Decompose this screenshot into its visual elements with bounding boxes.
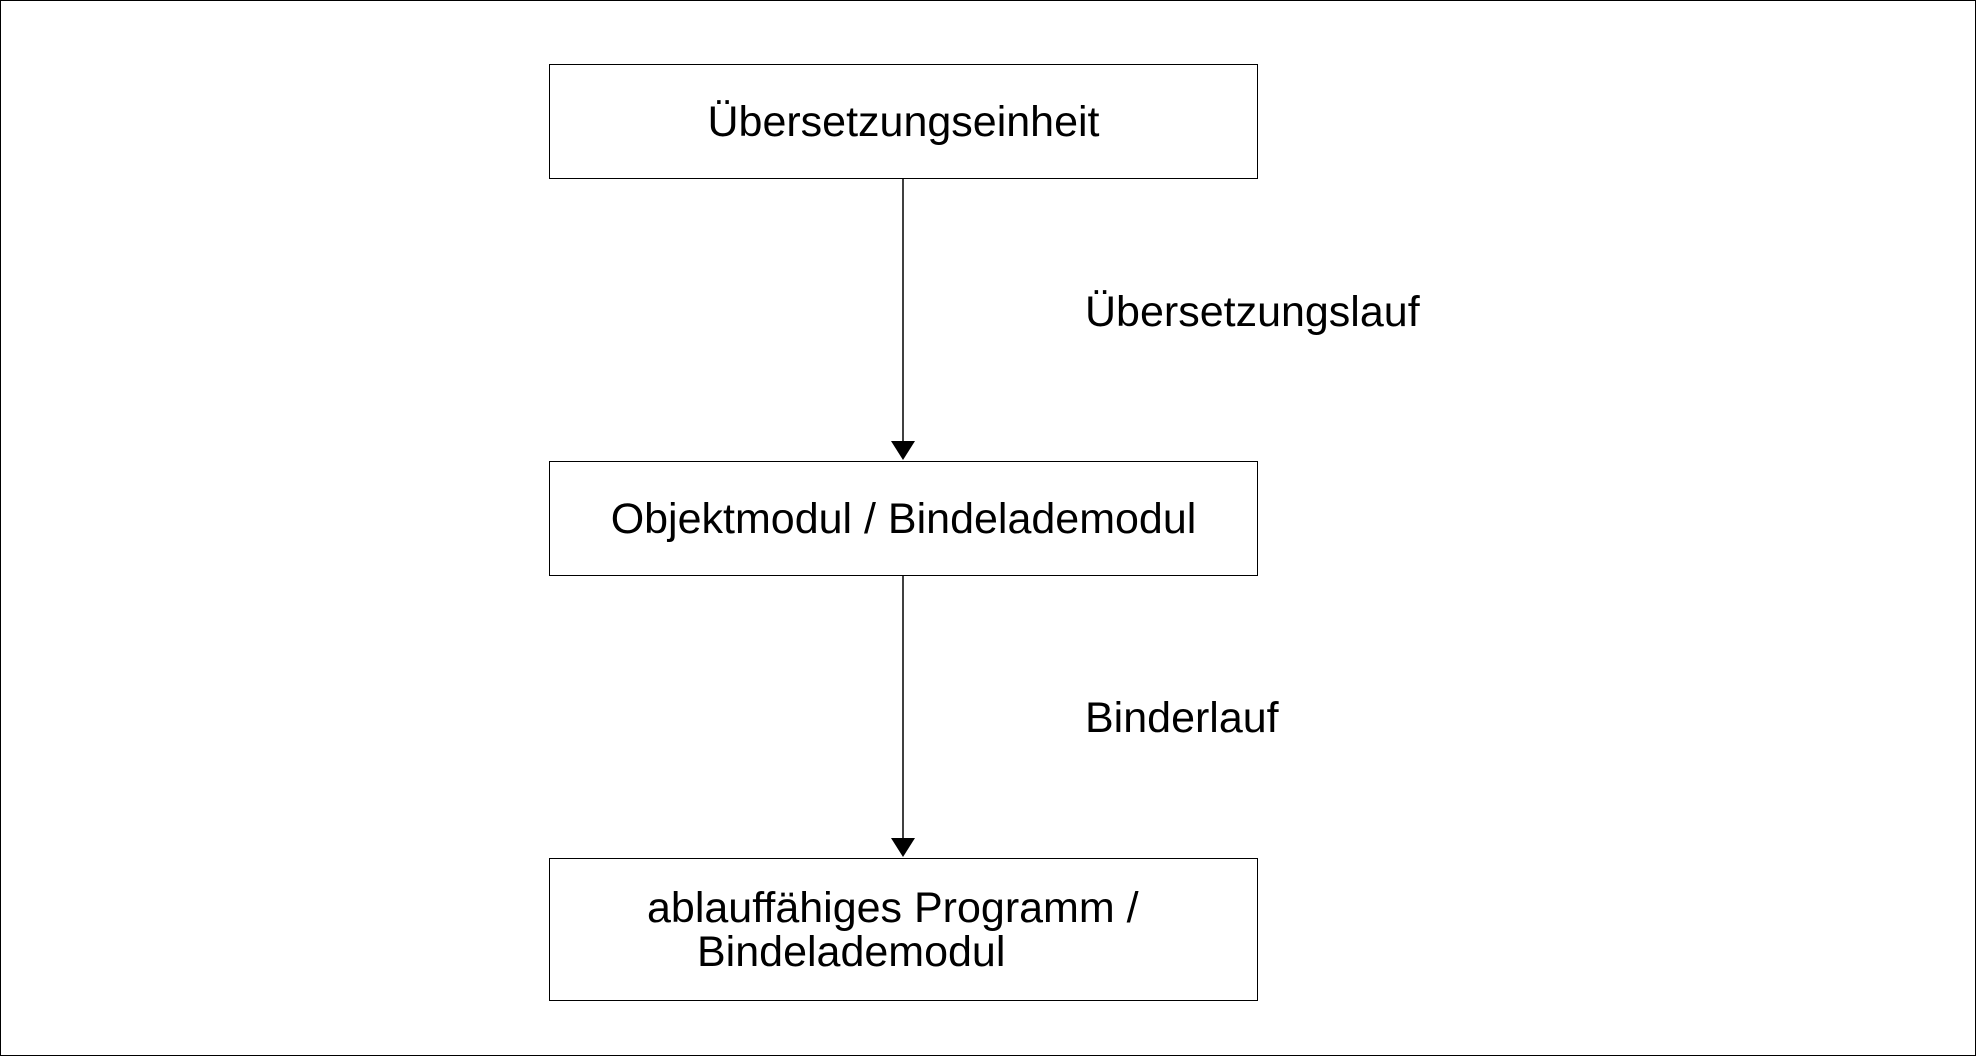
node-uebersetzungseinheit: Übersetzungseinheit [549,64,1258,179]
node-programm: ablauffähiges Programm / Bindelademodul [549,858,1258,1001]
node-uebersetzungseinheit-label: Übersetzungseinheit [707,97,1100,146]
edge-label-uebersetzungslauf: Übersetzungslauf [1085,288,1420,336]
node-objektmodul: Objektmodul / Bindelademodul [549,461,1258,576]
node-programm-label-line-1: ablauffähiges Programm / [647,883,1139,932]
node-programm-label-line-2: Bindelademodul [697,927,1006,976]
node-objektmodul-label: Objektmodul / Bindelademodul [610,494,1197,543]
edge-label-binderlauf: Binderlauf [1085,694,1279,742]
